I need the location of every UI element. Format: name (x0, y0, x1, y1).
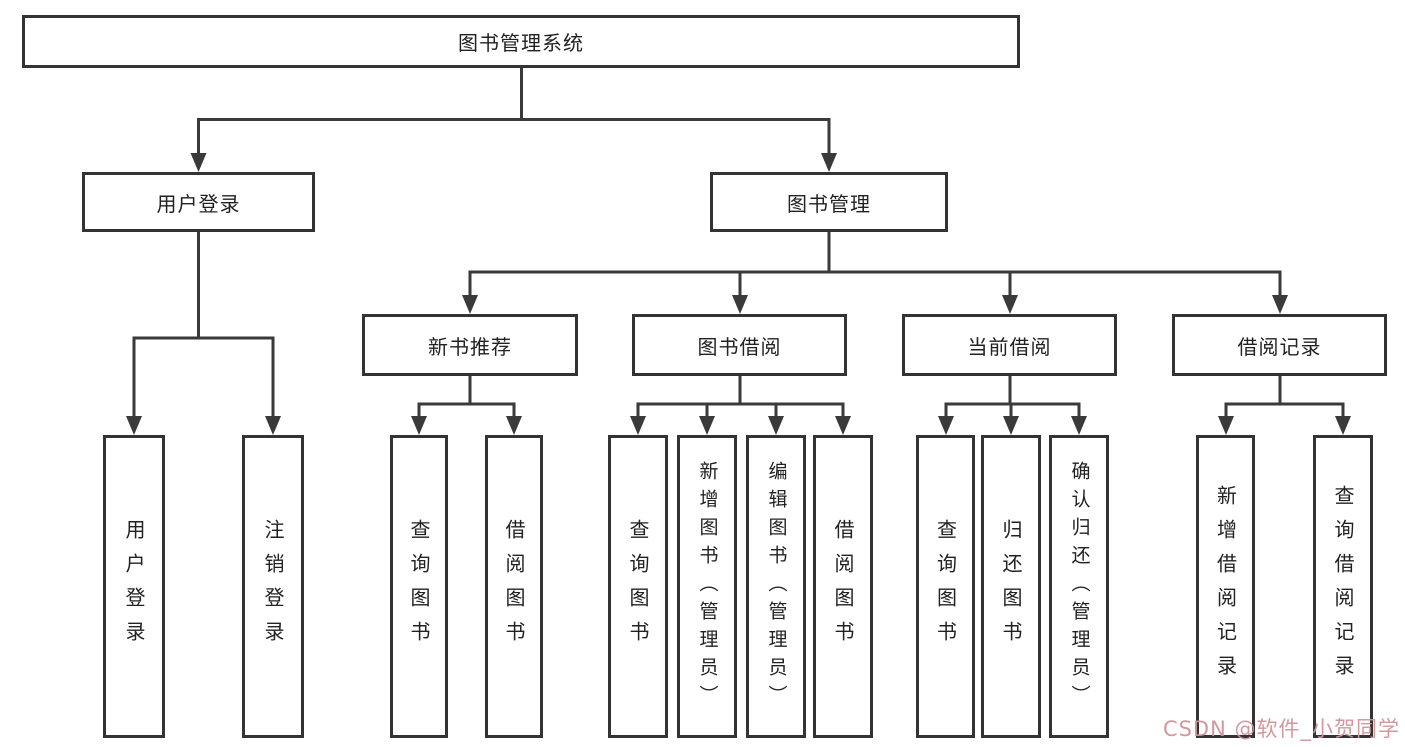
node-label: 新书推荐 (428, 334, 512, 359)
node-label: 编辑图书（管理员） (765, 460, 788, 713)
node-label: 注销登录 (261, 518, 285, 655)
node-label: 查询图书 (626, 518, 650, 655)
leaf-edit-books-admin: 编辑图书（管理员） (746, 435, 806, 738)
leaf-return-books: 归还图书 (981, 435, 1041, 738)
leaf-logout: 注销登录 (242, 435, 304, 738)
node-label: 确认归还（管理员） (1068, 460, 1091, 713)
node-label: 图书借阅 (697, 334, 782, 359)
node-label: 图书管理系统 (458, 31, 584, 55)
node-label: 查询借阅记录 (1331, 484, 1355, 689)
leaf-recommend-query-books: 查询图书 (390, 435, 448, 738)
node-system-root: 图书管理系统 (22, 15, 1020, 68)
node-book-management: 图书管理 (710, 172, 948, 232)
node-borrowing-records: 借阅记录 (1172, 314, 1387, 376)
node-label: 查询图书 (933, 518, 958, 655)
node-label: 借阅记录 (1237, 334, 1322, 359)
node-label: 借阅图书 (502, 518, 526, 655)
node-new-book-recommend: 新书推荐 (362, 314, 578, 376)
node-label: 图书管理 (787, 191, 871, 216)
node-current-borrowing: 当前借阅 (902, 314, 1117, 376)
leaf-borrow-books: 借阅图书 (813, 435, 873, 738)
node-book-borrowing: 图书借阅 (632, 314, 847, 376)
node-label: 新增借阅记录 (1213, 484, 1238, 689)
node-label: 查询图书 (407, 518, 431, 655)
csdn-watermark: CSDN @软件_小贺同学 (1162, 717, 1400, 741)
node-user-login: 用户登录 (82, 172, 315, 232)
node-label: 借阅图书 (831, 518, 855, 655)
node-label: 用户登录 (156, 191, 241, 216)
leaf-add-books-admin: 新增图书（管理员） (677, 435, 737, 738)
leaf-add-borrow-record: 新增借阅记录 (1196, 435, 1255, 738)
leaf-borrow-query-books: 查询图书 (608, 435, 668, 738)
leaf-confirm-return-admin: 确认归还（管理员） (1049, 435, 1109, 738)
leaf-user-login: 用户登录 (103, 435, 165, 738)
leaf-query-borrow-record: 查询借阅记录 (1313, 435, 1373, 738)
tree-edges (132, 68, 1345, 421)
node-label: 新增图书（管理员） (696, 460, 719, 713)
node-label: 归还图书 (999, 518, 1023, 655)
leaf-recommend-borrow-books: 借阅图书 (485, 435, 543, 738)
node-label: 当前借阅 (967, 334, 1052, 359)
leaf-current-query-books: 查询图书 (916, 435, 975, 738)
node-label: 用户登录 (122, 518, 146, 655)
